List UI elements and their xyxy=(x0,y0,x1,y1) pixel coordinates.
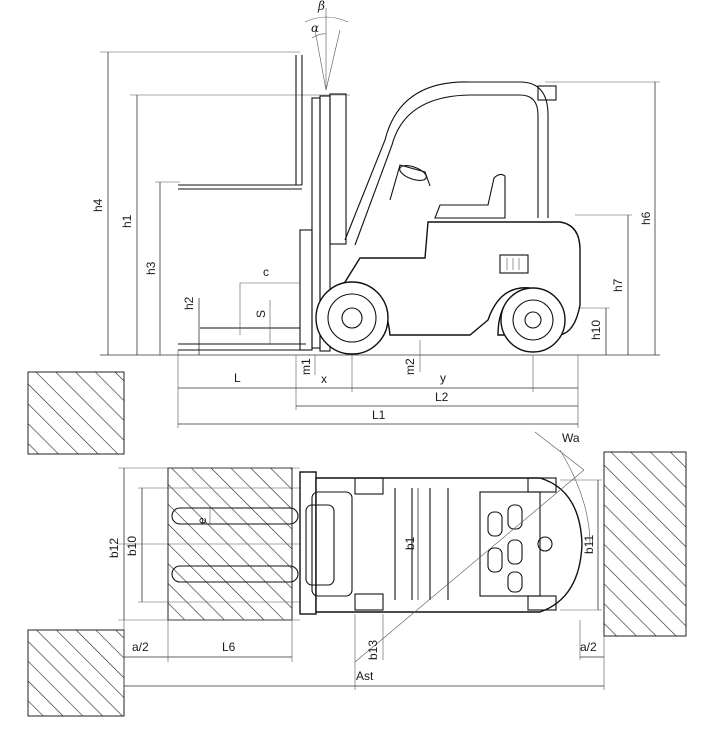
front-wheel xyxy=(315,281,389,355)
fork-carriage xyxy=(299,229,313,351)
label-h7: h7 xyxy=(611,278,625,292)
guard-light xyxy=(537,85,557,101)
label-a2-right: a/2 xyxy=(580,640,597,654)
tilt-alpha-arc xyxy=(311,33,327,39)
label-m1: m1 xyxy=(299,358,313,375)
fork-left-top-view xyxy=(171,507,299,525)
label-beta: β xyxy=(317,0,325,13)
wall-right xyxy=(603,451,687,637)
label-Ast: Ast xyxy=(356,669,374,683)
overhead-guard-inner xyxy=(354,94,539,246)
rear-wheel-top-left xyxy=(527,477,557,493)
label-b12: b12 xyxy=(107,538,121,558)
steering-column xyxy=(389,164,431,201)
cw-slot-3 xyxy=(507,504,523,530)
rear-wheel xyxy=(500,287,566,353)
ast-radius-line xyxy=(354,469,585,663)
label-h1: h1 xyxy=(120,214,134,228)
label-b13: b13 xyxy=(366,640,380,660)
rear-wheel-rim xyxy=(512,299,554,341)
label-b1: b1 xyxy=(403,536,417,550)
body-vents xyxy=(499,254,529,274)
label-y: y xyxy=(440,371,446,385)
label-h3: h3 xyxy=(144,261,158,275)
front-wheel-rim xyxy=(327,293,377,343)
wa-leader xyxy=(534,431,585,471)
rear-wheel-top-right xyxy=(527,595,557,611)
label-b10: b10 xyxy=(125,536,139,556)
label-L2: L2 xyxy=(435,390,449,404)
truck-top-body xyxy=(315,477,583,613)
mast-rear xyxy=(329,93,347,245)
label-L: L xyxy=(234,371,241,385)
label-e: e xyxy=(195,517,209,524)
label-h2: h2 xyxy=(182,296,196,310)
label-L1: L1 xyxy=(372,408,386,422)
label-h4: h4 xyxy=(91,198,105,212)
label-b11: b11 xyxy=(582,535,596,554)
wall-top-left xyxy=(27,371,125,455)
label-x: x xyxy=(321,372,327,386)
counterweight-top xyxy=(479,491,541,597)
rear-wheel-hub xyxy=(524,311,542,329)
cw-slot-5 xyxy=(507,571,523,593)
tilt-beta-line xyxy=(325,29,341,91)
side-view: β α h4 h1 h3 h2 c S h6 h7 h10 m1 m2 L x … xyxy=(91,0,660,428)
label-a2-left: a/2 xyxy=(132,640,149,654)
label-L6: L6 xyxy=(222,640,236,654)
front-wheel-top-left xyxy=(354,477,384,495)
cw-slot-4 xyxy=(507,539,523,565)
mast-inner-top xyxy=(305,504,335,586)
label-S: S xyxy=(254,310,268,318)
cw-slot-1 xyxy=(487,511,503,537)
steering-wheel xyxy=(399,165,427,181)
front-wheel-hub xyxy=(341,307,363,329)
label-alpha: α xyxy=(311,21,319,35)
operator-seat xyxy=(434,173,506,219)
label-Wa: Wa xyxy=(562,431,580,445)
wall-bottom-left xyxy=(27,629,125,717)
label-h6: h6 xyxy=(639,211,653,225)
tow-pin xyxy=(537,536,553,552)
tilt-beta-arc xyxy=(304,16,349,23)
mast-top-view xyxy=(311,491,353,597)
label-m2: m2 xyxy=(403,358,417,375)
overhead-guard xyxy=(344,81,549,241)
cw-slot-2 xyxy=(487,547,503,573)
wa-arc xyxy=(559,449,591,545)
fork-right-top-view xyxy=(171,565,299,583)
front-wheel-top-right xyxy=(354,593,384,611)
top-view: Wa b12 b10 e b1 b11 a/2 L6 b13 a/2 Ast xyxy=(27,371,687,717)
tilt-alpha-line xyxy=(314,29,327,91)
label-c: c xyxy=(263,265,269,279)
label-h10: h10 xyxy=(589,320,603,340)
